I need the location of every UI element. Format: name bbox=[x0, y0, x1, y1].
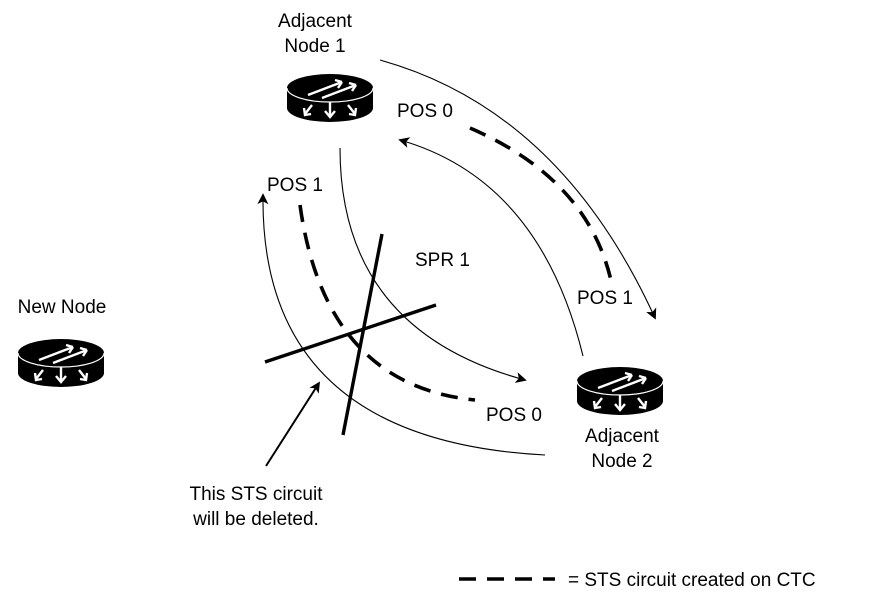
delete-cross-line-b bbox=[264, 303, 437, 364]
fiber-span-node2-to-node1-inner bbox=[398, 137, 584, 357]
node2-pos0-label: POS 0 bbox=[486, 405, 542, 426]
adjacent-node-1-router-icon bbox=[285, 72, 375, 124]
annotation-line2: will be deleted. bbox=[192, 509, 319, 530]
adjacent-node-1-label-line2: Node 1 bbox=[284, 36, 345, 57]
fiber-span-node1-to-node2-outer bbox=[379, 59, 657, 320]
legend-text: = STS circuit created on CTC bbox=[568, 570, 816, 591]
node1-pos0-label: POS 0 bbox=[397, 101, 453, 122]
adjacent-node-2-label-line2: Node 2 bbox=[591, 451, 652, 472]
new-node-router-icon bbox=[16, 337, 106, 389]
new-node-label: New Node bbox=[18, 297, 107, 318]
adjacent-node-1-label-line1: Adjacent bbox=[278, 11, 353, 32]
adjacent-node-2-router-icon bbox=[575, 365, 665, 417]
delete-cross-line-a bbox=[341, 233, 384, 436]
ring-label: SPR 1 bbox=[415, 250, 470, 271]
node2-pos1-label: POS 1 bbox=[577, 288, 633, 309]
sts-circuit-to-delete bbox=[298, 204, 476, 402]
annotation-line1: This STS circuit bbox=[189, 484, 323, 505]
fiber-span-node2-to-node1-outer bbox=[257, 193, 546, 456]
node1-pos1-label: POS 1 bbox=[267, 175, 323, 196]
annotation-arrow-icon bbox=[265, 381, 320, 467]
adjacent-node-2-label-line1: Adjacent bbox=[585, 426, 660, 447]
fiber-span-node1-to-node2-inner bbox=[339, 147, 527, 383]
sts-circuit-node1-node2 bbox=[469, 126, 614, 286]
